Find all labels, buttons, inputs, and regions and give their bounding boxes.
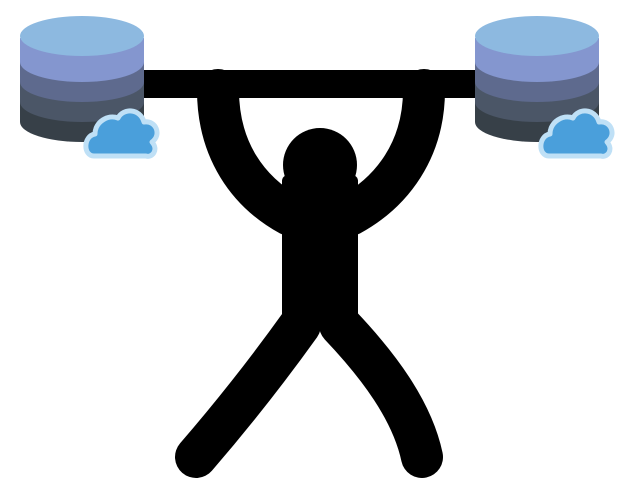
torso (282, 175, 358, 325)
stick-figure (175, 69, 445, 478)
left-leg (175, 304, 321, 478)
left-arm (197, 69, 311, 236)
left-cloud-icon (83, 108, 160, 159)
right-cloud-icon (538, 108, 615, 159)
right-arm (329, 69, 445, 236)
figure-body (282, 128, 358, 325)
right-leg (319, 304, 443, 478)
head (283, 128, 357, 202)
